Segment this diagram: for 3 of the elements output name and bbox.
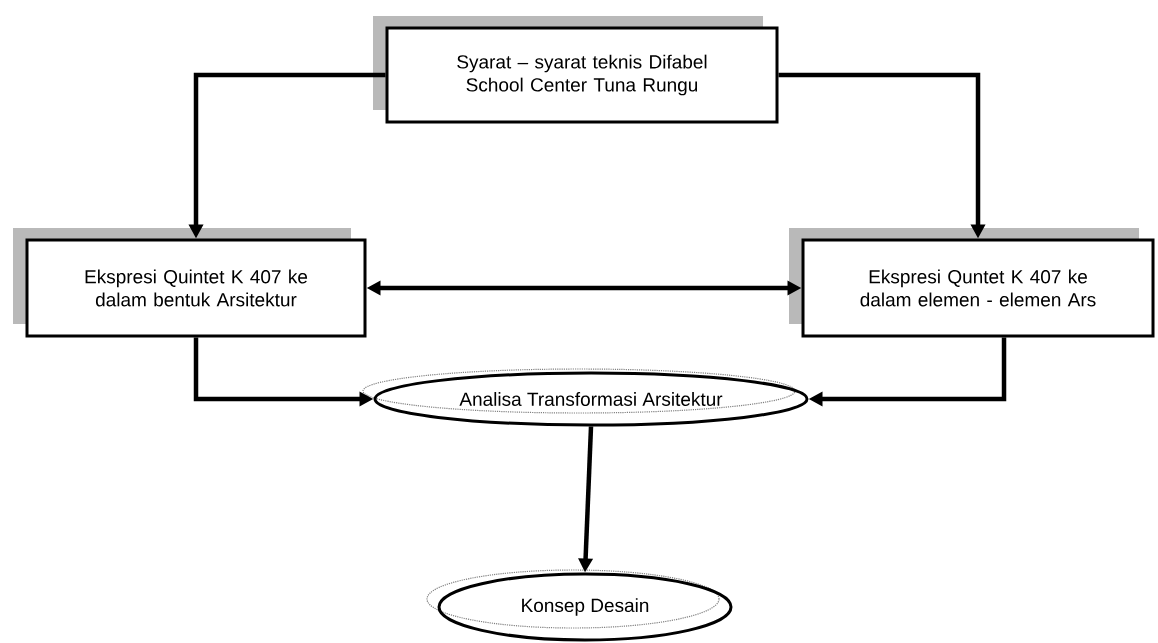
- process-box: Ekspresi Quntet K 407 ke dalam elemen - elemen Ars: [789, 228, 1155, 338]
- process-box: Ekspresi Quintet K 407 ke dalam bentuk Arsitektur: [13, 228, 367, 338]
- process-box: Syarat – syarat teknis Difabel School Center Tuna Rungu: [373, 16, 779, 124]
